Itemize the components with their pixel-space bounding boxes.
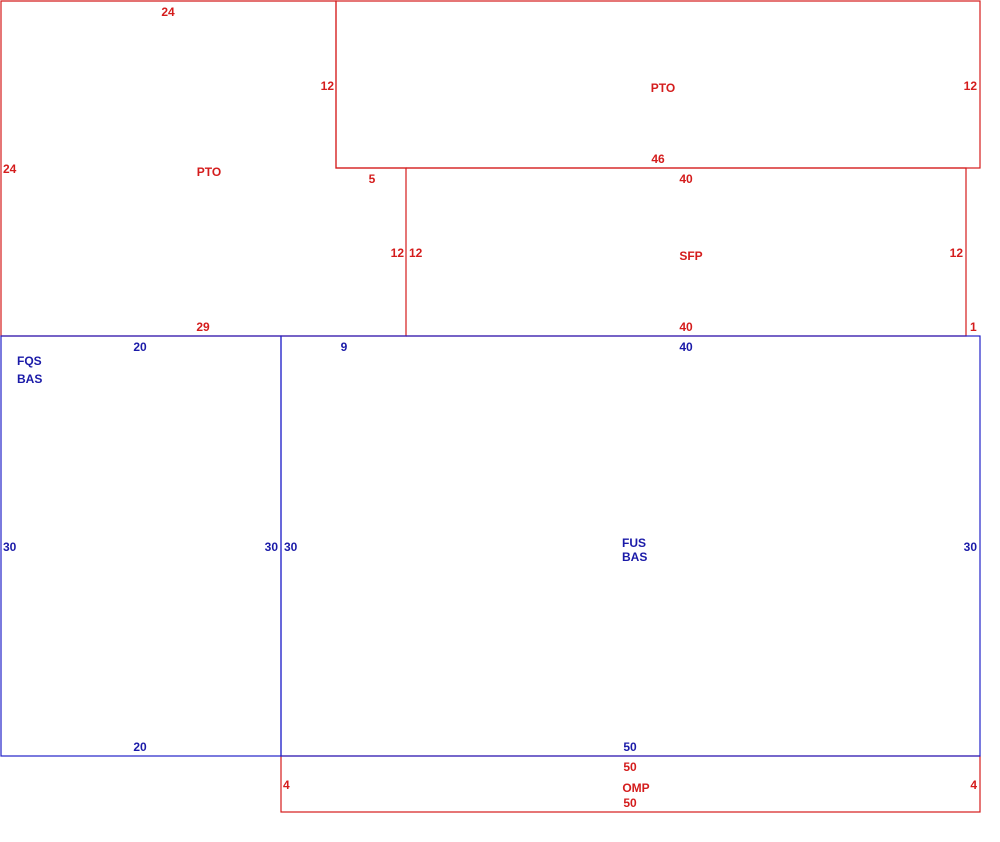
sfp-name: SFP xyxy=(679,249,702,263)
sfp-left-dim: 12 xyxy=(409,246,423,260)
fqs-bas-outline xyxy=(0,335,282,757)
omp-top-dim: 50 xyxy=(623,760,637,774)
fqs-bas-name-line1: FQS xyxy=(17,354,42,368)
omp-left-dim: 4 xyxy=(283,778,290,792)
sfp-top-dim: 40 xyxy=(679,172,693,186)
sfp-corner-dim: 1 xyxy=(970,320,977,334)
sfp-right-dim: 12 xyxy=(950,246,964,260)
pto-top-name: PTO xyxy=(651,81,675,95)
fqs-bas-top-dim: 20 xyxy=(133,340,147,354)
fus-bas-right-dim: 30 xyxy=(964,540,978,554)
fqs-bas-bottom-dim: 20 xyxy=(133,740,147,754)
fus-bas-outline xyxy=(280,335,981,757)
pto-left-name: PTO xyxy=(197,165,221,179)
pto-left-bottom-dim: 29 xyxy=(196,320,210,334)
omp-name: OMP xyxy=(622,781,649,795)
fqs-bas-name-line2: BAS xyxy=(17,372,42,386)
sfp-bottom-dim: 40 xyxy=(679,320,693,334)
fus-bas-left-dim: 30 xyxy=(284,540,298,554)
pto-left-right-upper-dim: 12 xyxy=(321,79,335,93)
fus-bas-bottom-dim: 50 xyxy=(623,740,637,754)
pto-left-left-dim: 24 xyxy=(3,162,17,176)
pto-top-bottom-dim: 46 xyxy=(651,152,665,166)
pto-top-right-dim: 12 xyxy=(964,79,978,93)
fus-bas-name-line1: FUS xyxy=(622,536,646,550)
pto-left-right-lower-dim: 12 xyxy=(391,246,405,260)
fus-bas-name-line2: BAS xyxy=(622,550,647,564)
pto-left-step-dim: 5 xyxy=(369,172,376,186)
omp-right-dim: 4 xyxy=(970,778,977,792)
omp-bottom-dim: 50 xyxy=(623,796,637,810)
fqs-bas-left-dim: 30 xyxy=(3,540,17,554)
fqs-bas-right-dim: 30 xyxy=(265,540,279,554)
fus-bas-top-dim: 40 xyxy=(679,340,693,354)
pto-left-top-dim: 24 xyxy=(161,5,175,19)
fus-bas-top-left-dim: 9 xyxy=(341,340,348,354)
